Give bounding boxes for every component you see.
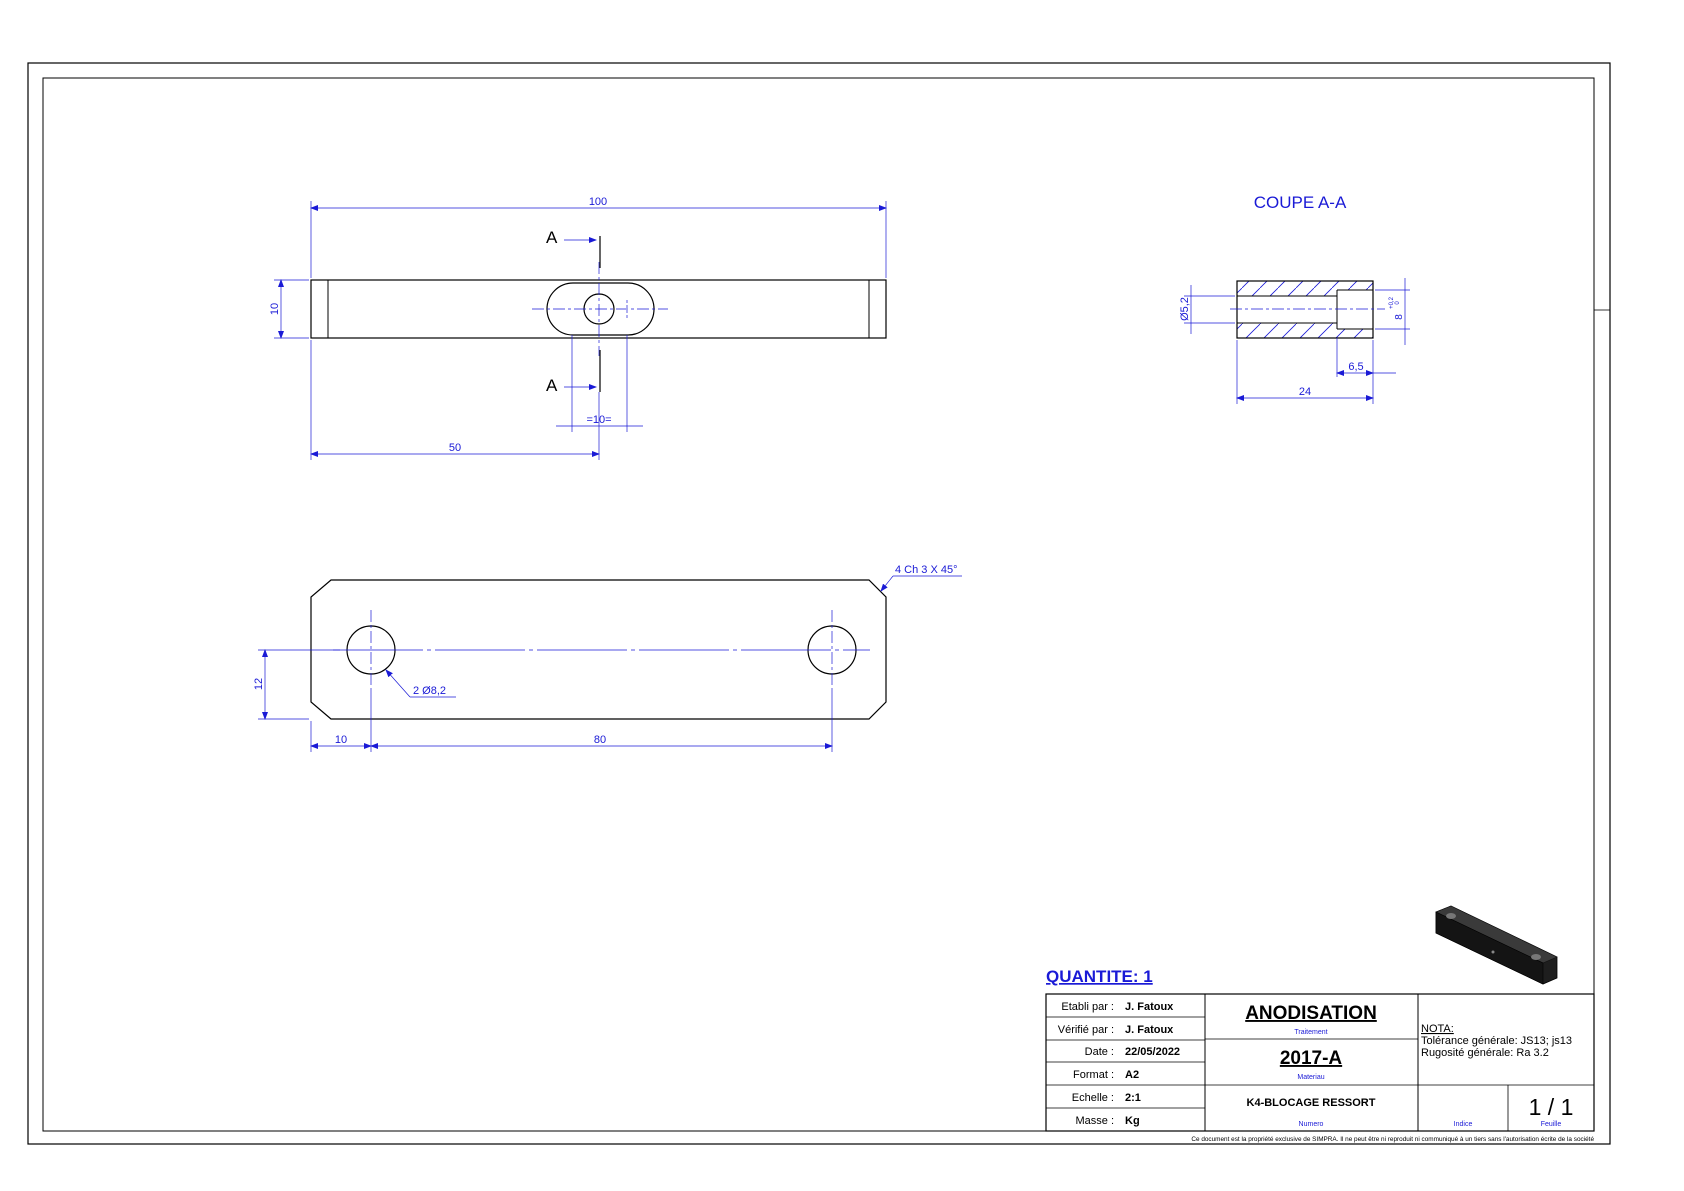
label-format: Format : xyxy=(1073,1069,1114,1081)
inner-border xyxy=(42,77,1595,1132)
value-verified-by: J. Fatoux xyxy=(1125,1024,1174,1036)
dim-bore: Ø5,2 xyxy=(1179,297,1191,321)
sheet-caption: Feuille xyxy=(1541,1121,1562,1128)
dim-height: 10 xyxy=(269,303,281,315)
label-date: Date : xyxy=(1085,1046,1114,1058)
dim-half-length: 50 xyxy=(449,442,461,454)
dim-slot-width: =10= xyxy=(586,414,611,426)
chamfer-note: 4 Ch 3 X 45° xyxy=(895,564,958,576)
outer-border xyxy=(27,62,1611,1145)
dim-hole-spacing: 80 xyxy=(594,734,606,746)
treatment-value: ANODISATION xyxy=(1245,1003,1377,1024)
label-scale: Echelle : xyxy=(1072,1092,1114,1104)
dim-counterbore: 8 xyxy=(1394,314,1405,320)
part-number-value: K4-BLOCAGE RESSORT xyxy=(1247,1097,1376,1109)
dim-counterbore-tol-lower: 0 xyxy=(1395,301,1401,305)
plate-outline xyxy=(310,579,887,720)
nota-title: NOTA: xyxy=(1421,1023,1454,1035)
hole-note: 2 Ø8,2 xyxy=(413,685,446,697)
dim-hole-height: 12 xyxy=(253,678,265,690)
dim-edge-offset: 10 xyxy=(335,734,347,746)
quantity-label: QUANTITE: 1 xyxy=(1046,967,1153,986)
label-mass: Masse : xyxy=(1075,1115,1114,1127)
dim-total-length: 24 xyxy=(1299,386,1311,398)
label-established-by: Etabli par : xyxy=(1061,1001,1114,1013)
top-view: A A 100 10 50 =10= xyxy=(269,196,887,460)
value-date: 22/05/2022 xyxy=(1125,1046,1180,1058)
dim-overall-length: 100 xyxy=(589,196,607,208)
material-caption: Materiau xyxy=(1297,1074,1324,1081)
index-caption: Indice xyxy=(1454,1121,1473,1128)
front-view: 4 Ch 3 X 45° 2 Ø8,2 12 10 80 xyxy=(253,564,962,752)
section-view: COUPE A-A Ø5,2 8 +0,2 0 6,5 24 xyxy=(1179,193,1410,404)
label-verified-by: Vérifié par : xyxy=(1058,1024,1114,1036)
value-established-by: J. Fatoux xyxy=(1125,1001,1174,1013)
value-format: A2 xyxy=(1125,1069,1139,1081)
treatment-caption: Traitement xyxy=(1294,1029,1327,1036)
nota-tolerance: Tolérance générale: JS13; js13 xyxy=(1421,1035,1572,1047)
material-value: 2017-A xyxy=(1280,1048,1343,1069)
dim-counterbore-tol-upper: +0,2 xyxy=(1389,296,1395,309)
section-title: COUPE A-A xyxy=(1254,193,1347,212)
value-mass: Kg xyxy=(1125,1115,1140,1127)
value-scale: 2:1 xyxy=(1125,1092,1141,1104)
sheet-number: 1 / 1 xyxy=(1529,1094,1574,1120)
dim-counterbore-depth: 6,5 xyxy=(1348,361,1363,373)
part-number-caption: Numero xyxy=(1299,1121,1324,1128)
ownership-footer: Ce document est la propriété exclusive d… xyxy=(1191,1136,1594,1143)
section-marker-top: A xyxy=(546,228,558,247)
title-block: Etabli par : J. Fatoux Vérifié par : J. … xyxy=(1045,993,1595,1143)
section-marker-bottom: A xyxy=(546,376,558,395)
part-isometric-thumbnail xyxy=(1435,905,1558,985)
nota-roughness: Rugosité générale: Ra 3.2 xyxy=(1421,1047,1549,1059)
